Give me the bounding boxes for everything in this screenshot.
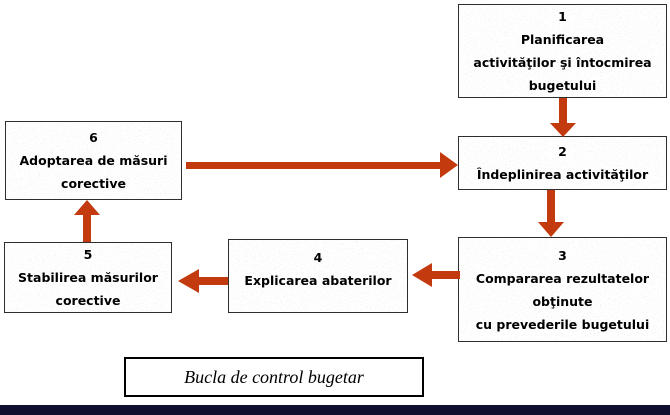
step-line: obţinute xyxy=(532,293,593,309)
step-box-text: 2 Îndeplinirea activităţilor xyxy=(459,137,666,189)
step-number: 1 xyxy=(558,9,567,24)
bottom-edge-bar xyxy=(0,405,670,415)
step-box-planning: 1 Planificarea activităţilor şi întocmir… xyxy=(458,4,667,98)
arrow-head-left-icon xyxy=(178,269,199,293)
step-line: cu prevederile bugetului xyxy=(475,316,650,332)
step-line: Stabilirea măsurilor xyxy=(18,270,158,285)
step-line: corective xyxy=(55,293,121,308)
step-line: Adoptarea de măsuri xyxy=(19,153,168,168)
step-number: 2 xyxy=(558,144,567,159)
step-line: activităţilor şi întocmirea xyxy=(473,55,652,70)
arrow-head-up-icon xyxy=(74,200,100,215)
arrow-shaft xyxy=(559,98,567,124)
step-box-comparison: 3 Compararea rezultatelor obţinute cu pr… xyxy=(458,237,667,342)
step-number: 3 xyxy=(558,247,567,263)
step-line: corective xyxy=(61,176,126,191)
arrow-head-down-icon xyxy=(550,123,576,137)
arrow-shaft xyxy=(547,190,555,223)
step-box-text: 1 Planificarea activităţilor şi întocmir… xyxy=(459,5,666,97)
arrow-shaft xyxy=(83,214,91,242)
step-number: 5 xyxy=(83,247,93,262)
step-box-adopt-measures: 6 Adoptarea de măsuri corective xyxy=(5,121,182,200)
diagram-caption: Bucla de control bugetar xyxy=(124,357,424,397)
step-number: 4 xyxy=(313,250,323,265)
step-line: Îndeplinirea activităţilor xyxy=(476,167,649,182)
step-line: Compararea rezultatelor xyxy=(475,270,650,286)
arrow-shaft xyxy=(431,271,460,279)
step-box-set-measures: 5 Stabilirea măsurilor corective xyxy=(4,242,172,313)
arrow-head-right-icon xyxy=(440,152,458,178)
caption-text: Bucla de control bugetar xyxy=(184,366,364,387)
step-box-text: 5 Stabilirea măsurilor corective xyxy=(5,243,171,312)
step-line: Explicarea abaterilor xyxy=(244,273,392,288)
arrow-head-down-icon xyxy=(538,222,564,237)
arrow-head-left-icon xyxy=(412,263,432,287)
step-box-execution: 2 Îndeplinirea activităţilor xyxy=(458,136,667,190)
step-box-text: 6 Adoptarea de măsuri corective xyxy=(6,122,181,199)
arrow-shaft xyxy=(198,277,228,285)
step-line: Planificarea xyxy=(520,32,605,47)
arrow-shaft xyxy=(186,162,442,169)
step-line: bugetului xyxy=(528,78,597,93)
step-number: 6 xyxy=(89,130,98,145)
step-box-text: 3 Compararea rezultatelor obţinute cu pr… xyxy=(459,238,666,341)
step-box-explanation: 4 Explicarea abaterilor xyxy=(228,239,408,313)
step-box-text: 4 Explicarea abaterilor xyxy=(229,240,407,312)
